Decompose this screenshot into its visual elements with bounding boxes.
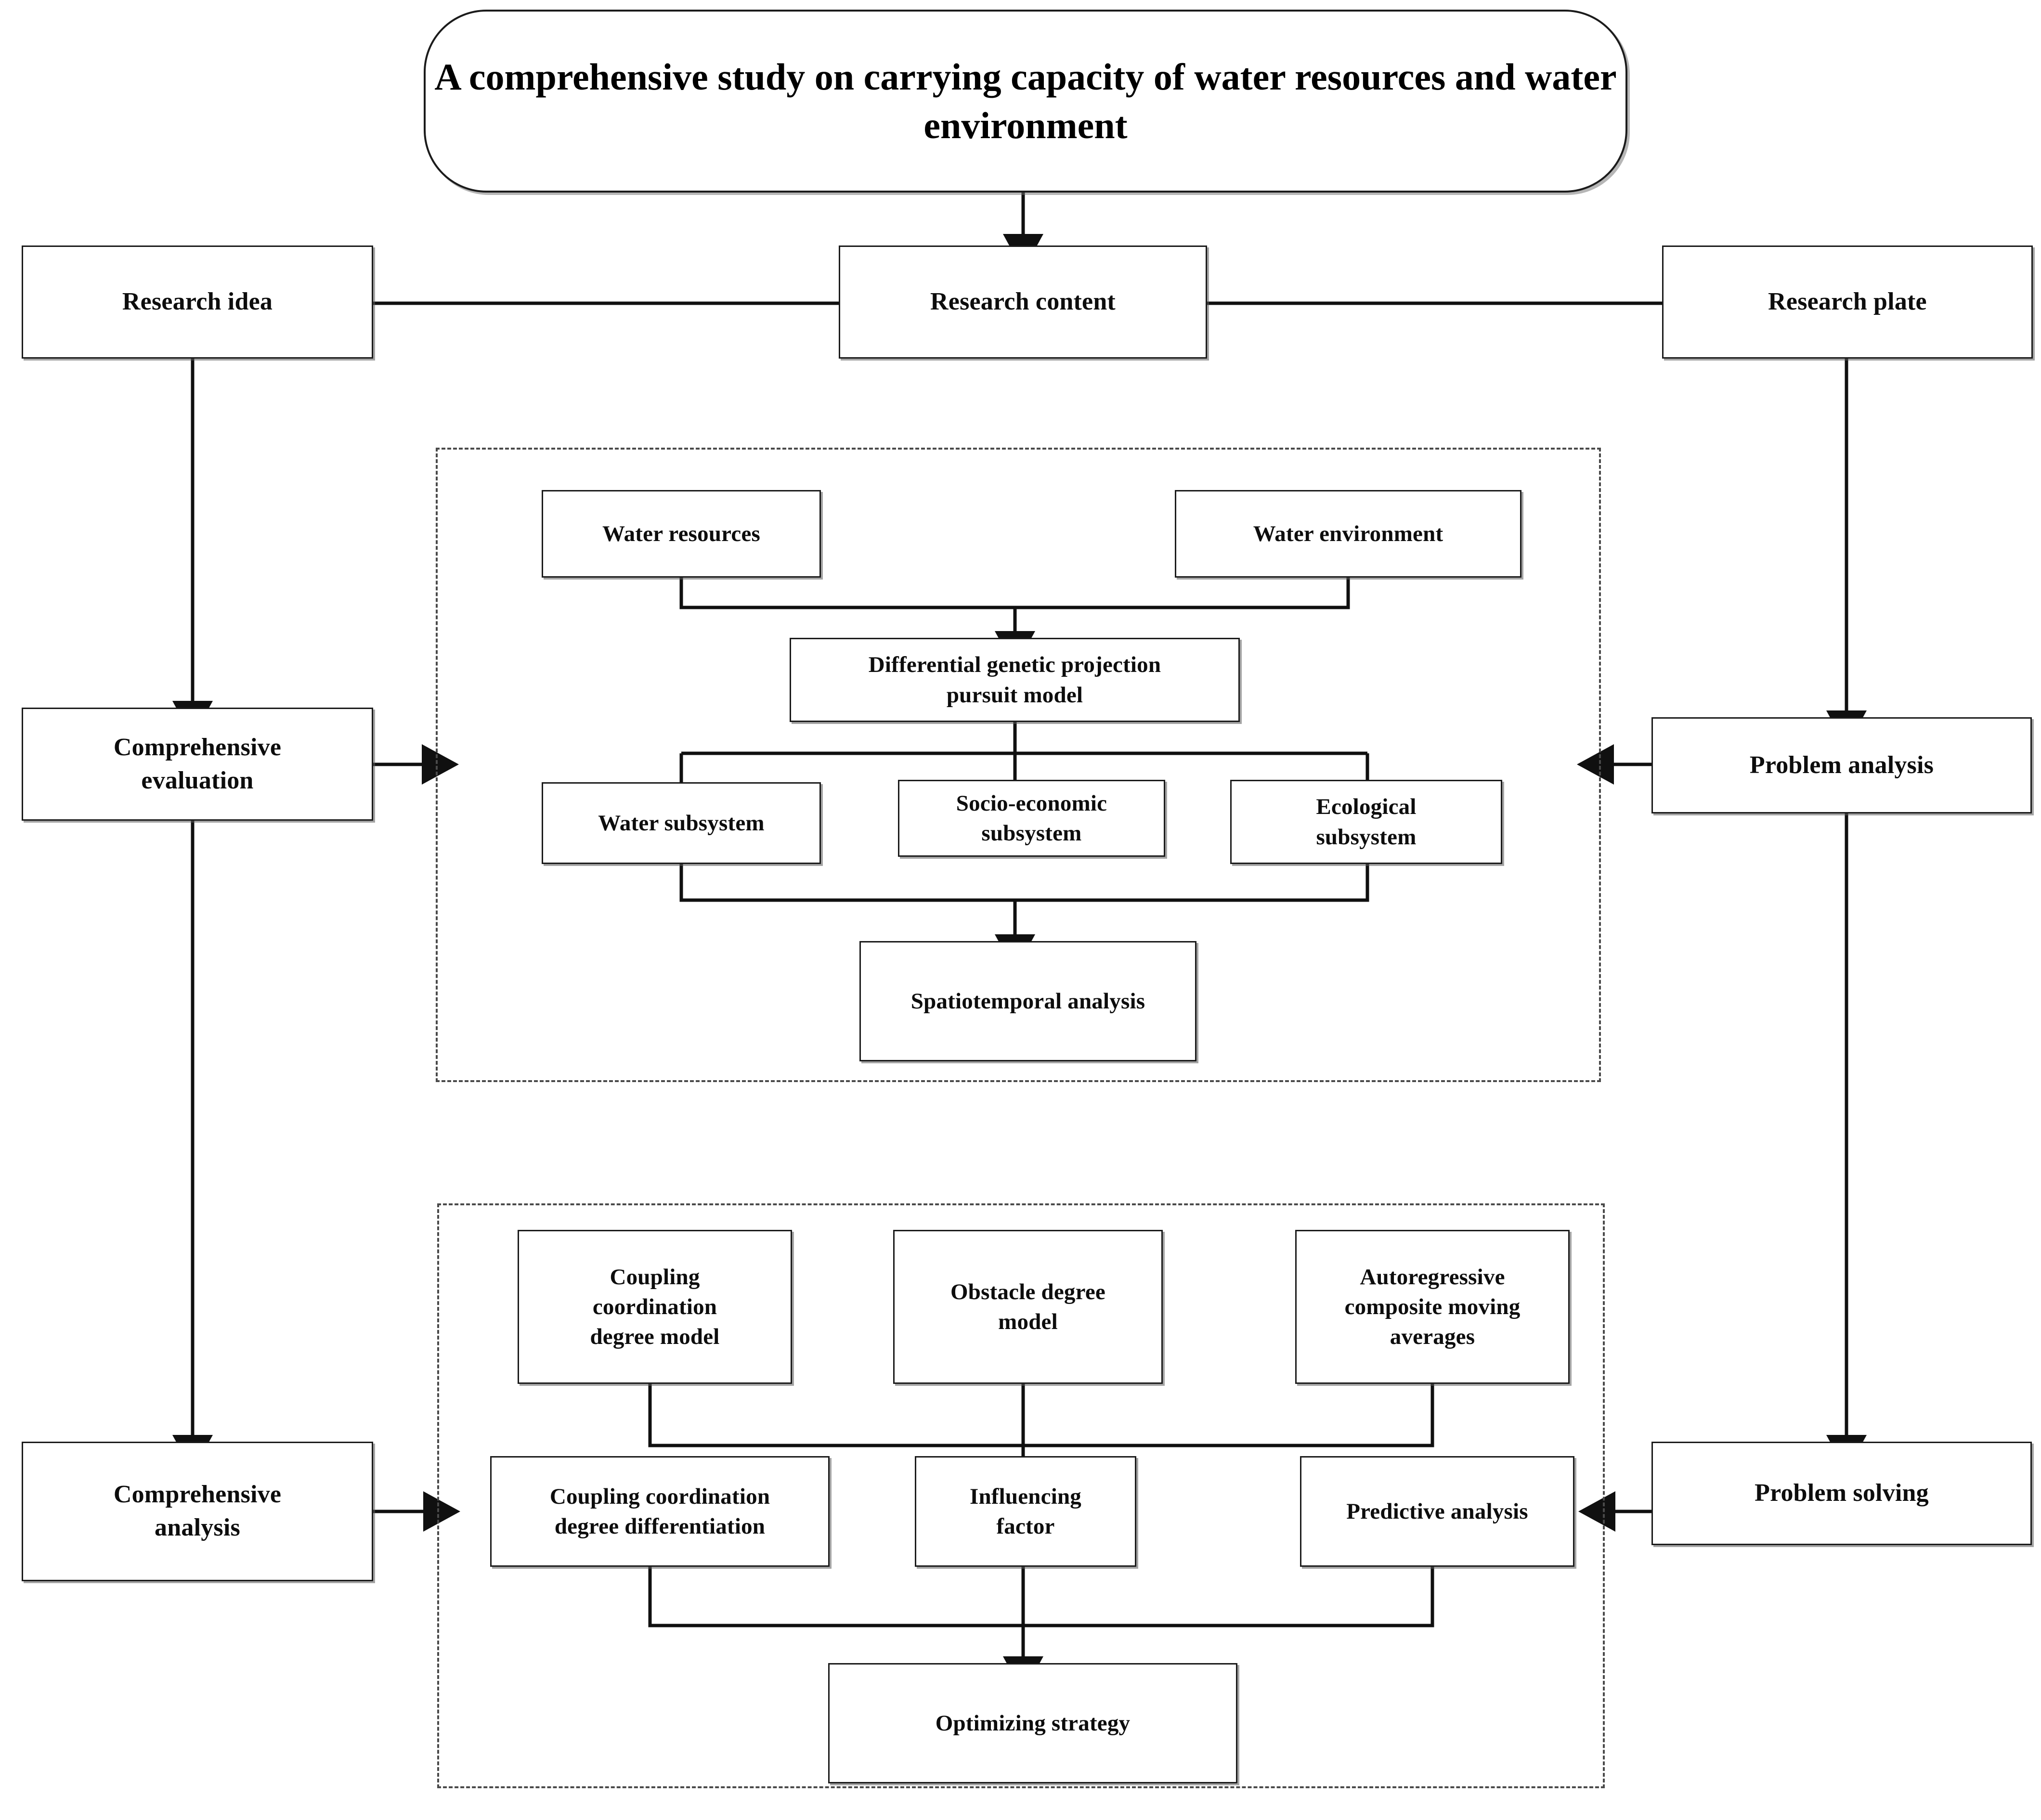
node-dgpp-label-1: Differential genetic projection — [868, 652, 1161, 678]
node-spatiotemporal-analysis-label: Spatiotemporal analysis — [910, 988, 1145, 1014]
node-comprehensive-analysis-label-1: Comprehensive — [113, 1481, 282, 1509]
node-problem-solving[interactable]: Problem solving — [1651, 1442, 2032, 1545]
node-socio-economic-subsystem[interactable]: Socio-economic subsystem — [898, 780, 1165, 857]
node-arcma-label-2: composite moving — [1344, 1294, 1521, 1319]
node-ecological-subsystem-label-1: Ecological — [1316, 794, 1417, 820]
group-comprehensive-evaluation — [436, 448, 1601, 1082]
node-water-resources-label: Water resources — [602, 521, 760, 546]
node-arcma-label-1: Autoregressive — [1360, 1264, 1505, 1290]
node-water-subsystem-label-1: Water subsystem — [598, 810, 765, 836]
node-socio-economic-subsystem-label-1: Socio-economic — [956, 790, 1107, 816]
node-autoregressive-composite-moving-averages[interactable]: Autoregressive composite moving averages — [1295, 1230, 1570, 1384]
node-comprehensive-analysis-label-2: analysis — [155, 1514, 240, 1541]
node-ccdm-label-1: Coupling — [610, 1264, 700, 1290]
diagram-title: A comprehensive study on carrying capaci… — [424, 10, 1627, 193]
node-obstacle-degree-model-label-2: model — [998, 1309, 1058, 1334]
node-predictive-analysis[interactable]: Predictive analysis — [1300, 1456, 1574, 1567]
node-influencing-factor[interactable]: Influencing factor — [915, 1456, 1136, 1567]
node-research-content-label: Research content — [930, 288, 1116, 316]
node-comprehensive-evaluation[interactable]: Comprehensive evaluation — [22, 708, 373, 821]
node-optimizing-strategy[interactable]: Optimizing strategy — [828, 1663, 1237, 1783]
diagram-title-line-2: water resources and water environment — [923, 55, 1617, 146]
node-ecological-subsystem-label-2: subsystem — [1316, 824, 1417, 850]
node-optimizing-strategy-label: Optimizing strategy — [935, 1710, 1131, 1736]
node-influencing-factor-label-2: factor — [996, 1514, 1055, 1539]
node-arcma-label-3: averages — [1390, 1324, 1475, 1350]
node-problem-solving-label: Problem solving — [1755, 1479, 1929, 1507]
node-coupling-coordination-degree-differentiation[interactable]: Coupling coordination degree differentia… — [490, 1456, 830, 1567]
node-influencing-factor-label-1: Influencing — [969, 1484, 1082, 1509]
node-research-plate-label: Research plate — [1768, 288, 1927, 316]
node-comprehensive-evaluation-label-2: evaluation — [141, 766, 254, 794]
node-water-subsystem[interactable]: Water subsystem — [542, 782, 821, 864]
node-ccdd-label-1: Coupling coordination — [549, 1484, 770, 1509]
node-socio-economic-subsystem-label-2: subsystem — [981, 821, 1082, 846]
group-comprehensive-analysis — [437, 1203, 1605, 1788]
node-water-environment-label: Water environment — [1253, 521, 1443, 546]
node-differential-genetic-projection-pursuit-model[interactable]: Differential genetic projection pursuit … — [790, 638, 1240, 722]
node-comprehensive-analysis[interactable]: Comprehensive analysis — [22, 1442, 373, 1581]
node-research-idea-label: Research idea — [122, 288, 273, 316]
node-research-plate[interactable]: Research plate — [1662, 245, 2033, 359]
node-dgpp-label-2: pursuit model — [946, 682, 1083, 708]
node-problem-analysis-label: Problem analysis — [1749, 751, 1934, 779]
node-comprehensive-evaluation-label-1: Comprehensive — [113, 733, 282, 761]
node-research-content[interactable]: Research content — [839, 245, 1207, 359]
node-problem-analysis[interactable]: Problem analysis — [1651, 717, 2032, 813]
node-water-environment[interactable]: Water environment — [1175, 490, 1521, 578]
node-ccdd-label-2: degree differentiation — [554, 1514, 766, 1539]
node-predictive-analysis-label-1: Predictive analysis — [1346, 1498, 1528, 1524]
node-ccdm-label-3: degree model — [590, 1324, 720, 1350]
node-obstacle-degree-model[interactable]: Obstacle degree model — [893, 1230, 1163, 1384]
node-spatiotemporal-analysis[interactable]: Spatiotemporal analysis — [859, 941, 1196, 1061]
diagram-title-line-1: A comprehensive study on carrying capaci… — [434, 55, 1185, 98]
node-coupling-coordination-degree-model[interactable]: Coupling coordination degree model — [518, 1230, 792, 1384]
node-ecological-subsystem[interactable]: Ecological subsystem — [1230, 780, 1502, 864]
node-obstacle-degree-model-label-1: Obstacle degree — [950, 1279, 1105, 1304]
node-water-resources[interactable]: Water resources — [542, 490, 821, 578]
node-research-idea[interactable]: Research idea — [22, 245, 373, 359]
node-ccdm-label-2: coordination — [592, 1294, 717, 1319]
